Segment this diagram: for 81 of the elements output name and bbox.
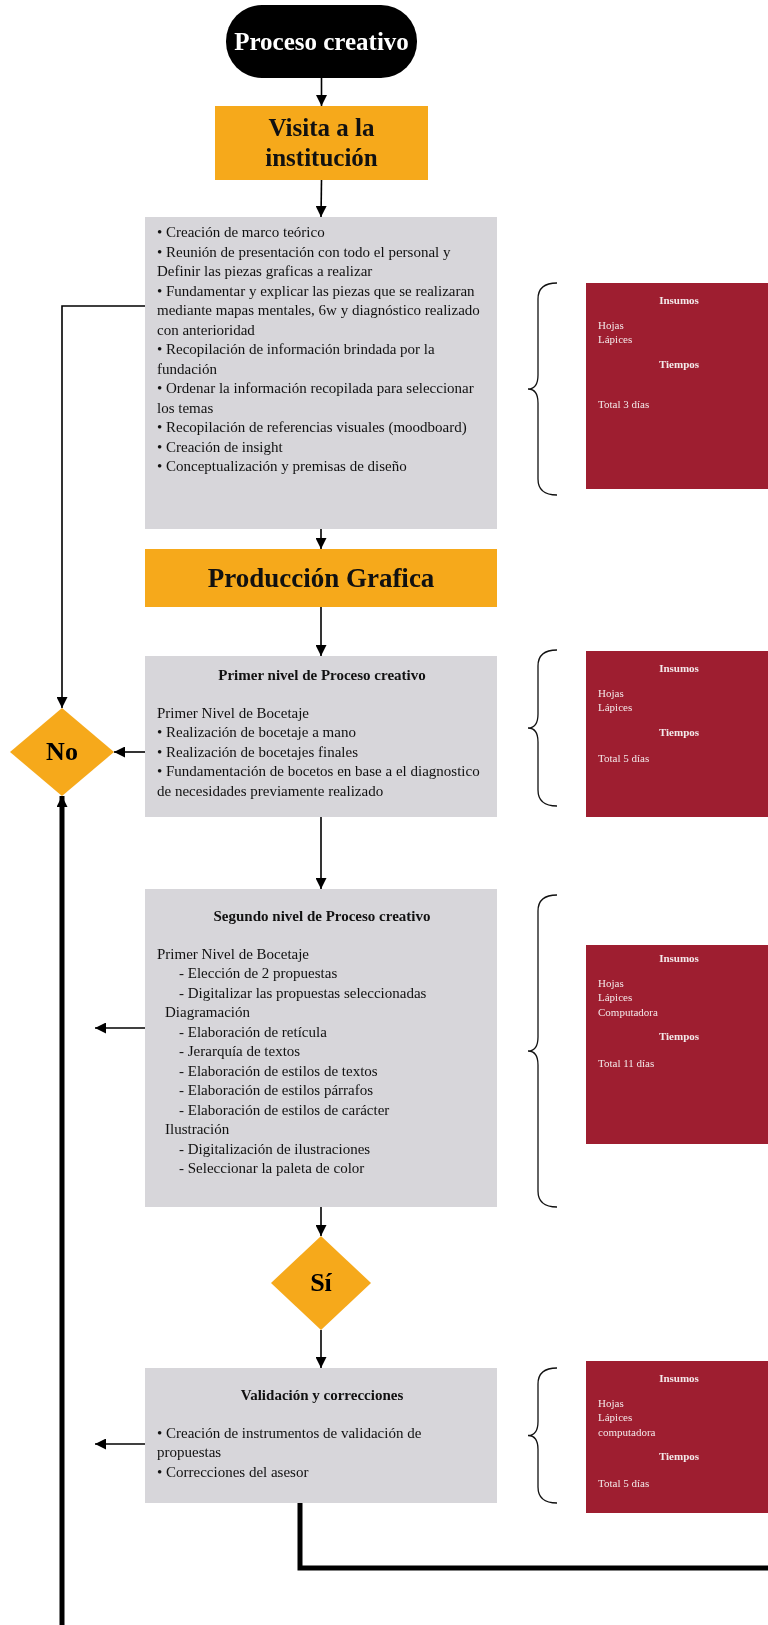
arrow (315, 1329, 327, 1369)
list-item: Ilustración (164, 1120, 231, 1139)
list-item: • Fundamentación de bocetos en base a el diagnostico de necesidades previamente realizado (157, 762, 481, 801)
arrow (94, 1438, 146, 1450)
terminal-label: Proceso creativo (234, 26, 409, 57)
arrow (315, 528, 327, 550)
list-item: computadora (598, 1424, 657, 1439)
list-item: Computadora (598, 1004, 659, 1019)
list-item: • Realización de bocetajes finales (157, 742, 359, 762)
list-item: Total 5 días (598, 1475, 651, 1490)
activity-box (145, 656, 497, 817)
arrow (315, 606, 327, 657)
list-item: - Digitalización de ilustraciones (178, 1139, 372, 1159)
list-item: • Reunión de presentación con todo el personal y Definir las piezas graficas a realizar (157, 242, 452, 281)
list-item: - Jerarquía de textos (178, 1042, 302, 1061)
list-item: - Elaboración de estilos párrafos (178, 1081, 375, 1100)
arrow (94, 1022, 146, 1034)
section-heading: Tiempos (657, 1029, 701, 1044)
decision-label: No (46, 737, 78, 767)
activity-box (145, 1368, 497, 1503)
arrow (56, 796, 68, 1625)
list-item: • Creación de instrumentos de validación de propuestas (157, 1423, 423, 1462)
list-item: - Seleccionar la paleta de color (178, 1159, 366, 1178)
list-item: - Digitalizar las propuestas seleccionadas (178, 983, 428, 1003)
process-title: Producción Grafica (207, 562, 435, 594)
list-item: Hojas (598, 685, 625, 700)
list-item: - Elaboración de estilos de carácter (178, 1100, 391, 1120)
section-heading: Insumos (658, 293, 700, 308)
list-item: • Creación de insight (157, 437, 284, 457)
list-item: • Recopilación de referencias visuales (moodboard) (157, 418, 468, 437)
arrow (316, 77, 327, 107)
decision-diamond (10, 708, 114, 796)
list-item: Hojas (598, 1395, 625, 1410)
resource-panel (586, 283, 768, 489)
list-item: • Correcciones del asesor (157, 1462, 310, 1482)
section-heading: Insumos (658, 1371, 700, 1386)
section-heading: Tiempos (657, 356, 701, 371)
section-heading: Primer nivel de Proceso creativo (217, 666, 427, 685)
list-item: • Fundamentar y explicar las piezas que se realizaran mediante mapas mentales, 6w y diagnóstico realizado con anterioridad (157, 281, 481, 340)
list-item: - Elaboración de retícula (178, 1022, 328, 1042)
process-box (215, 106, 428, 180)
list-item: Hojas (598, 317, 625, 332)
list-item: Total 5 días (598, 751, 651, 766)
list-item: Primer Nivel de Bocetaje (157, 703, 311, 723)
section-heading: Insumos (658, 661, 700, 676)
section-heading: Tiempos (657, 1449, 701, 1464)
section-heading: Tiempos (657, 724, 701, 739)
list-item: • Creación de marco teórico (157, 223, 326, 242)
arrow (56, 305, 146, 709)
list-item: Total 3 días (598, 397, 651, 412)
connector-line (297, 1503, 768, 1571)
resource-panel (586, 651, 768, 817)
list-item: • Ordenar la información recopilada para seleccionar los temas (157, 379, 475, 418)
list-item: Total 11 días (598, 1055, 656, 1070)
arrow (315, 179, 327, 218)
section-heading: Segundo nivel de Proceso creativo (212, 907, 432, 926)
activity-box (145, 889, 497, 1207)
list-item: Lápices (598, 990, 634, 1005)
process-box (145, 549, 497, 607)
list-item: - Elección de 2 propuestas (178, 964, 339, 983)
list-item: Lápices (598, 332, 634, 347)
process-title: Visita a la institución (264, 113, 379, 173)
list-item: Lápices (598, 1410, 634, 1425)
list-item: Diagramación (164, 1003, 251, 1022)
activity-box (145, 217, 497, 529)
section-heading: Insumos (658, 951, 700, 966)
decision-label: Sí (310, 1268, 332, 1298)
list-item: Lápices (598, 700, 634, 715)
arrow (315, 1206, 327, 1237)
list-item: Primer Nivel de Bocetaje (157, 944, 311, 964)
list-item: • Realización de bocetaje a mano (157, 723, 357, 742)
arrow (113, 746, 146, 758)
resource-panel (586, 945, 768, 1144)
list-item: • Conceptualización y premisas de diseño (157, 457, 408, 476)
decision-diamond (271, 1236, 371, 1330)
arrow (315, 816, 327, 890)
list-item: Hojas (598, 975, 625, 990)
section-heading: Validación y correcciones (239, 1386, 405, 1405)
list-item: - Elaboración de estilos de textos (178, 1061, 379, 1081)
list-item: • Recopilación de información brindada por la fundación (157, 340, 436, 379)
resource-panel (586, 1361, 768, 1513)
